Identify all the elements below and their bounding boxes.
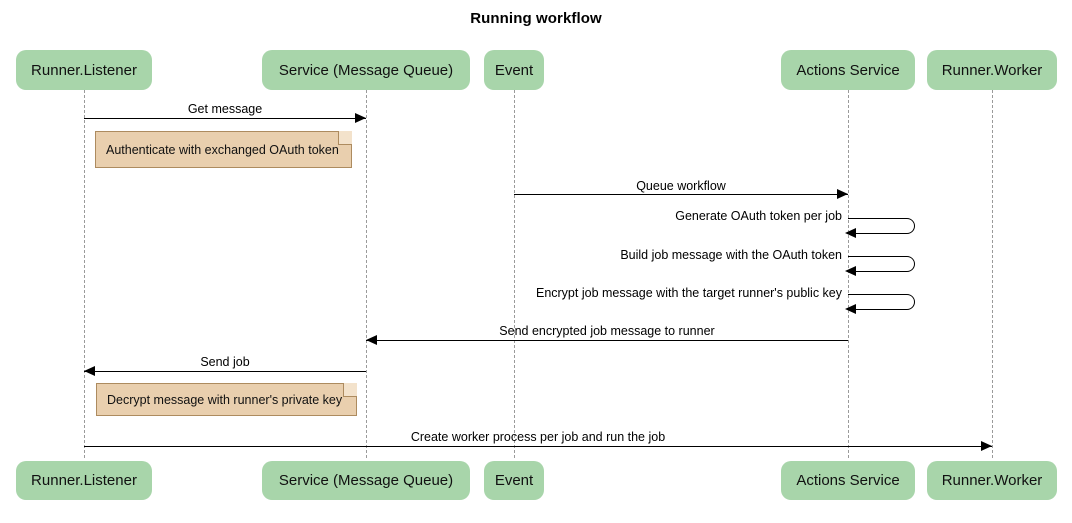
note-decrypt: Decrypt message with runner's private ke…: [96, 383, 357, 416]
self-loop-encrypt-job-message: [848, 294, 915, 310]
note-label: Authenticate with exchanged OAuth token: [106, 142, 339, 157]
participant-actions-service-bottom[interactable]: Actions Service: [781, 461, 915, 500]
participant-label: Runner.Listener: [31, 472, 137, 489]
participant-label: Runner.Listener: [31, 61, 137, 79]
participant-label: Actions Service: [796, 472, 900, 489]
message-label-send-job: Send job: [200, 355, 250, 369]
note-label: Decrypt message with runner's private ke…: [107, 392, 343, 407]
participant-event-top[interactable]: Event: [484, 50, 544, 90]
participant-label: Event: [494, 61, 534, 79]
note-fold-icon: [338, 131, 352, 145]
participant-runner-worker-bottom[interactable]: Runner.Worker: [927, 461, 1057, 500]
participant-label: Runner.Worker: [941, 61, 1043, 79]
message-label-get-message: Get message: [187, 102, 263, 116]
message-line-queue-workflow: [514, 194, 848, 195]
arrow-head-send-job: [84, 366, 95, 376]
arrow-head-send-encrypted-job-message: [366, 335, 377, 345]
message-line-get-message: [84, 118, 366, 119]
self-loop-generate-oauth-token-per-job: [848, 218, 915, 234]
lifeline-service-message-queue: [366, 90, 367, 458]
participant-runner-worker-top[interactable]: Runner.Worker: [927, 50, 1057, 90]
arrow-head-queue-workflow: [837, 189, 848, 199]
arrow-head-get-message: [355, 113, 366, 123]
participant-runner-listener-bottom[interactable]: Runner.Listener: [16, 461, 152, 500]
page-title: Running workflow: [470, 10, 602, 27]
lifeline-runner-worker: [992, 90, 993, 458]
message-label-queue-workflow: Queue workflow: [636, 179, 726, 193]
lifeline-runner-listener: [84, 90, 85, 458]
message-line-send-encrypted-job-message: [366, 340, 848, 341]
participant-service-message-queue-top[interactable]: Service (Message Queue): [262, 50, 470, 90]
participant-runner-listener-top[interactable]: Runner.Listener: [16, 50, 152, 90]
message-line-send-job: [84, 371, 366, 372]
participant-label: Actions Service: [796, 61, 900, 79]
note-fold-icon: [343, 383, 357, 397]
participant-label: Service (Message Queue): [278, 472, 454, 489]
participant-actions-service-top[interactable]: Actions Service: [781, 50, 915, 90]
arrow-head-build-job-message: [845, 266, 856, 276]
note-authenticate: Authenticate with exchanged OAuth token: [95, 131, 352, 168]
arrow-head-encrypt-job-message: [845, 304, 856, 314]
message-label-encrypt-job-message: Encrypt job message with the target runn…: [535, 286, 842, 300]
participant-event-bottom[interactable]: Event: [484, 461, 544, 500]
message-label-create-worker-process: Create worker process per job and run th…: [410, 430, 666, 444]
message-label-send-encrypted-job-message: Send encrypted job message to runner: [499, 324, 715, 338]
participant-service-message-queue-bottom[interactable]: Service (Message Queue): [262, 461, 470, 500]
participant-label: Runner.Worker: [941, 472, 1043, 489]
message-line-create-worker-process: [84, 446, 992, 447]
message-label-generate-oauth-token-per-job: Generate OAuth token per job: [675, 209, 842, 223]
participant-label: Event: [494, 472, 534, 489]
message-label-build-job-message: Build job message with the OAuth token: [620, 248, 842, 262]
arrow-head-create-worker-process: [981, 441, 992, 451]
self-loop-build-job-message: [848, 256, 915, 272]
lifeline-event: [514, 90, 515, 458]
participant-label: Service (Message Queue): [278, 61, 454, 79]
arrow-head-generate-oauth-token-per-job: [845, 228, 856, 238]
